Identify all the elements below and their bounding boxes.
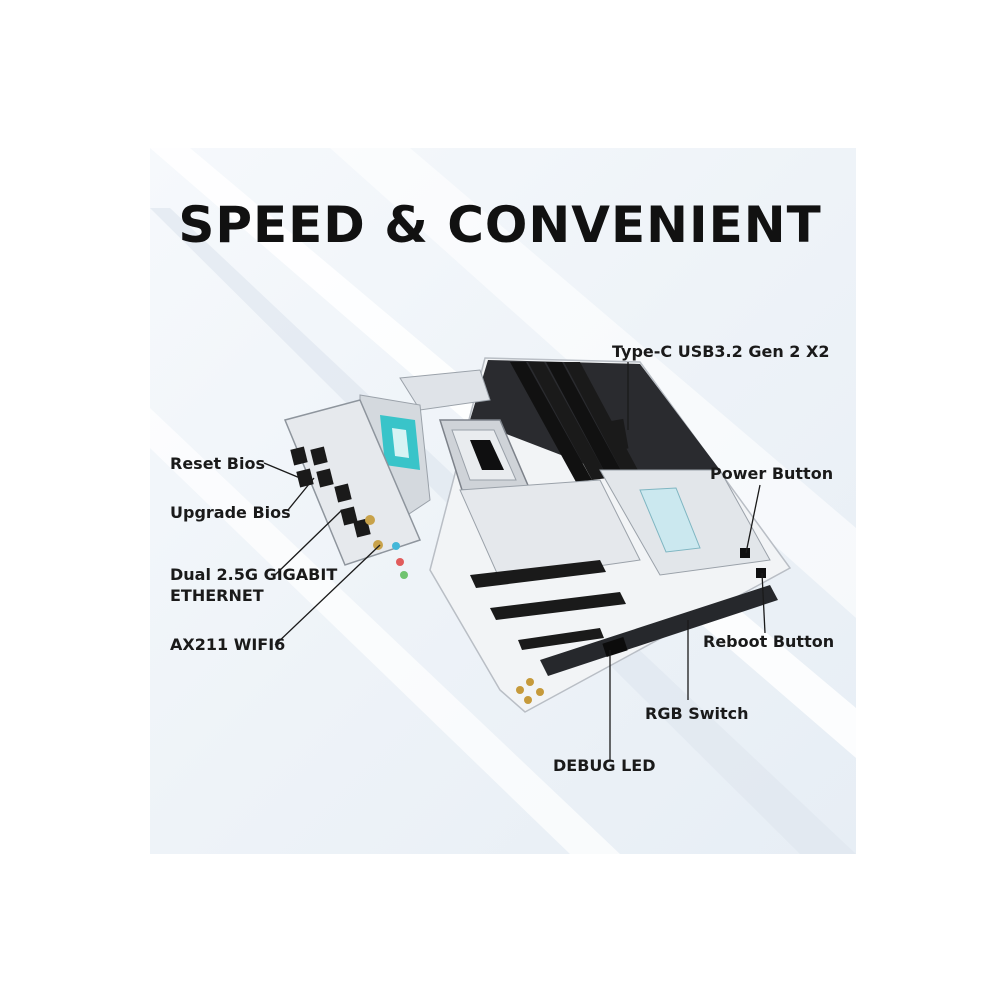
callout-ethernet-line1: Dual 2.5G GIGABIT (170, 565, 338, 584)
callout-ethernet-line2: ETHERNET (170, 586, 264, 605)
callout-reset-bios: Reset Bios (170, 454, 265, 473)
callout-upgrade-bios: Upgrade Bios (170, 503, 291, 522)
callout-debug-led: DEBUG LED (553, 756, 656, 775)
pcie-slots (470, 560, 626, 650)
type-c-header (607, 418, 629, 452)
callout-power-button: Power Button (710, 464, 834, 483)
callout-type-c: Type-C USB3.2 Gen 2 X2 (612, 342, 830, 361)
callout-wifi: AX211 WIFI6 (170, 635, 286, 654)
callout-rgb-switch: RGB Switch (645, 704, 749, 723)
front-audio-capacitors (516, 678, 544, 704)
rear-io-shield (283, 399, 422, 566)
callout-leader-lines (263, 362, 766, 760)
debug-led-display (602, 636, 628, 658)
cpu-socket (438, 419, 532, 491)
power-reboot-buttons (740, 548, 766, 578)
audio-jacks (392, 542, 408, 579)
callout-reboot-button: Reboot Button (703, 632, 835, 651)
callout-ethernet: Dual 2.5G GIGABIT ETHERNET (170, 564, 337, 606)
chipset-logo-plate (639, 487, 701, 553)
bottom-header-strip (540, 585, 778, 676)
wifi-antenna-connectors (365, 515, 383, 550)
page-title: SPEED & CONVENIENT (178, 196, 822, 254)
m2-heatsink-upper (459, 479, 641, 581)
vrm-heatsink-top (399, 369, 491, 411)
